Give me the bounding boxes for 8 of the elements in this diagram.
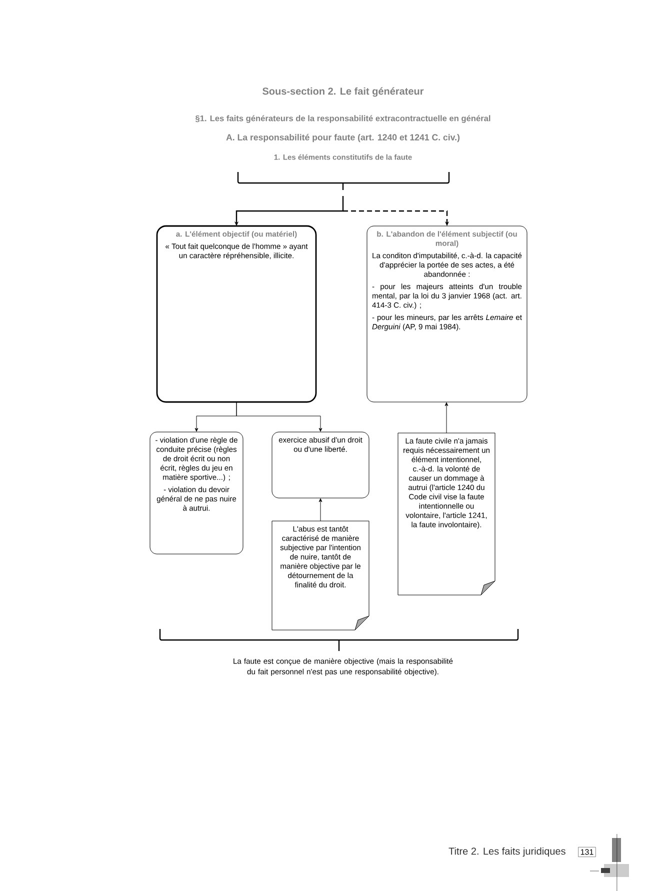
section-heading: Sous-section 2. Le fait générateur (262, 87, 424, 97)
arrow (444, 402, 448, 434)
page-number: 131 (578, 846, 596, 858)
subsection-heading: §1. Les faits générateurs de la responsabilité extracontractuelle en général (195, 115, 490, 123)
arrow (236, 402, 322, 432)
running-footer: Titre 2. Les faits juridiques (448, 847, 566, 857)
subsection-heading: A. La responsabilité pour faute (art. 1240 et 1241 C. civ.) (226, 134, 460, 142)
arrow (318, 498, 322, 522)
